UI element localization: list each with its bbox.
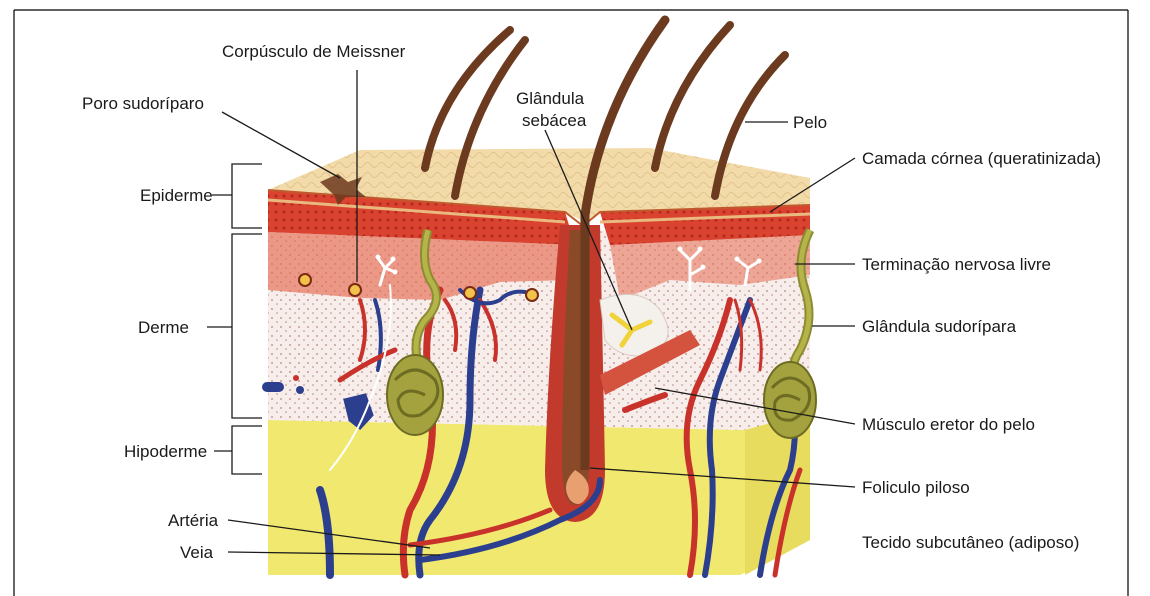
layer-brackets <box>207 164 262 474</box>
hair-4 <box>655 25 730 168</box>
label-poro-sudoriparo: Poro sudoríparo <box>82 94 204 113</box>
label-glandula-sebacea-line1: Glândula <box>516 89 585 108</box>
label-camada-cornea: Camada córnea (queratinizada) <box>862 149 1101 168</box>
label-veia: Veia <box>180 543 214 562</box>
label-hipoderme: Hipoderme <box>124 442 207 461</box>
hypodermis-layer <box>268 412 810 575</box>
label-pelo: Pelo <box>793 113 827 132</box>
label-corpusculo-meissner: Corpúsculo de Meissner <box>222 42 406 61</box>
label-glandula-sebacea-line2: sebácea <box>522 111 587 130</box>
label-foliculo-piloso: Foliculo piloso <box>862 478 970 497</box>
label-glandula-sudoripara: Glândula sudorípara <box>862 317 1017 336</box>
label-derme: Derme <box>138 318 189 337</box>
label-terminacao-nervosa: Terminação nervosa livre <box>862 255 1051 274</box>
label-tecido-subcutaneo: Tecido subcutâneo (adiposo) <box>862 533 1079 552</box>
label-musculo-eretor: Músculo eretor do pelo <box>862 415 1035 434</box>
label-arteria: Artéria <box>168 511 219 530</box>
label-epiderme: Epiderme <box>140 186 213 205</box>
